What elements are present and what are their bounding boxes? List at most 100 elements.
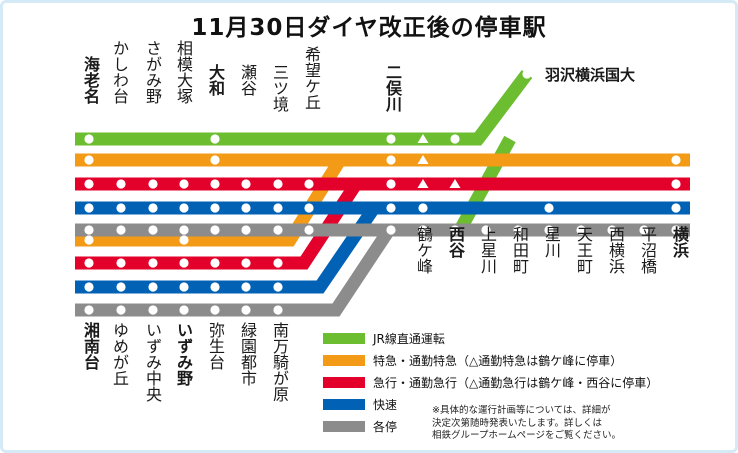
stop-dot-local [210,225,220,235]
conditional-stop-triangle [417,155,429,164]
stop-dot-tokkyu [210,155,220,165]
stop-dot-kyuko-izumino [210,258,220,268]
stop-dot-kyuko-izumino [84,258,94,268]
stop-dot-local [607,225,617,235]
stop-dot-local-izumino [179,305,189,315]
stop-dot-kyuko-izumino [179,258,189,268]
station-label-ryokuentoshi: 緑園都市 [238,322,257,386]
stop-dot-rapid-izumino [84,282,94,292]
station-label-yayoidai: 弥生台 [206,322,225,370]
stop-dot-local-izumino [273,305,283,315]
stop-dot-local [450,225,460,235]
stop-dot-rapid [304,203,314,213]
station-label-hazawa-yokohama-kokudai: 羽沢横浜国大 [545,66,636,84]
station-label-mitsukyo: 三ツ境 [270,64,289,112]
legend-swatch-rapid [323,399,365,410]
stop-dot-kyuko-izumino [241,258,251,268]
legend-label-express-tokkyu: 特急・通勤特急（△通勤特急は鶴ケ峰に停車） [373,354,623,368]
station-label-sagamino: さがみ野 [143,40,162,104]
stop-dot-rapid [241,203,251,213]
stop-dot-kyuko-izumino [273,258,283,268]
stop-dot-local-izumino [148,305,158,315]
stop-dot-jr [386,134,396,144]
legend-swatch-local [323,421,365,432]
stop-dot-rapid [544,203,554,213]
stop-dot-rapid-izumino [273,282,283,292]
footnote: ※具体的な運行計画等については、詳細が 決定次第随時発表いたします。詳しくは 相… [432,405,621,443]
station-label-kashiwadai: かしわ台 [110,40,129,104]
stop-dot-kyuko [210,179,220,189]
stop-dot-local [116,225,126,235]
stop-dot-kyuko [671,179,681,189]
stop-dot-jr [450,134,460,144]
stop-dot-tokkyu [386,155,396,165]
station-label-hiranumabashi: 平沼橋 [638,226,657,274]
jr-direct-line-upper [472,70,533,143]
stop-dot-rapid [671,203,681,213]
station-label-sagami-otsuka: 相模大塚 [174,40,193,104]
station-label-yumegaoka: ゆめが丘 [110,322,129,386]
local-line-izumino [75,226,395,317]
station-label-nishiya: 西谷 [446,226,465,258]
station-label-futamatagawa: 二俣川 [383,64,402,112]
stop-dot-local [544,225,554,235]
station-label-izumino: いずみ野 [174,322,193,386]
stop-dot-local [418,225,428,235]
legend-label-express-kyuko: 急行・通勤急行（△通勤急行は鶴ケ峰・西谷に停車） [373,376,659,390]
stop-dot-kyuko [148,179,158,189]
stop-dot-local [179,225,189,235]
stop-dot-kyuko [241,179,251,189]
stop-dot-tokkyu [671,155,681,165]
stop-dot-rapid-izumino [241,282,251,292]
stop-dot-rapid-izumino [116,282,126,292]
station-label-hoshikawa: 星川 [542,226,561,258]
stop-dot-hazawa [522,69,532,79]
stop-dot-local [639,225,649,235]
station-label-kamihoshikawa: 上星川 [478,226,497,274]
station-label-kibogaoka: 希望ケ丘 [302,46,321,110]
station-label-izumi-chuo: いずみ中央 [143,322,162,402]
conditional-stop-triangle [417,179,429,188]
legend-swatch-jr [323,333,365,344]
legend-swatch-express-tokkyu [323,355,365,366]
stop-dot-rapid [148,203,158,213]
stop-dot-tokkyu-izumino [179,235,189,245]
stop-dot-kyuko [273,179,283,189]
stop-dot-local [671,225,681,235]
station-label-nishi-yokohama: 西横浜 [606,226,625,274]
footnote-line: ※具体的な運行計画等については、詳細が [432,405,611,416]
stop-dot-rapid [386,203,396,213]
stop-dot-local-izumino [210,305,220,315]
stop-dot-tokkyu [84,155,94,165]
legend-swatch-express-kyuko [323,377,365,388]
stop-dot-local-izumino [241,305,251,315]
stop-dot-jr [210,134,220,144]
stop-dot-rapid [273,203,283,213]
stop-dot-kyuko-izumino [148,258,158,268]
stop-dot-local [273,225,283,235]
stop-dot-local [513,225,523,235]
stop-dot-local-izumino [84,305,94,315]
stop-dot-rapid [116,203,126,213]
station-label-minami-makigahara: 南万騎が原 [270,322,289,402]
stop-dot-local [304,225,314,235]
station-label-shonandai: 湘南台 [81,322,100,370]
stop-dot-local [481,225,491,235]
stop-dot-local [241,225,251,235]
stop-dot-local [576,225,586,235]
stop-dot-local [148,225,158,235]
station-label-tsurugamine: 鶴ケ峰 [414,226,433,274]
stop-dot-local [386,225,396,235]
footnote-line: 相鉄グループホームページをご覧ください。 [432,430,621,441]
stop-dot-rapid-izumino [148,282,158,292]
station-label-wadamachi: 和田町 [510,226,529,274]
legend-label-local: 各停 [373,420,398,434]
stop-dot-kyuko [179,179,189,189]
stop-dot-rapid [84,203,94,213]
stop-dot-tokkyu-izumino [84,235,94,245]
stop-dot-kyuko [304,179,314,189]
stop-dot-rapid [179,203,189,213]
stop-dot-kyuko [116,179,126,189]
station-label-yamato: 大和 [206,64,225,96]
